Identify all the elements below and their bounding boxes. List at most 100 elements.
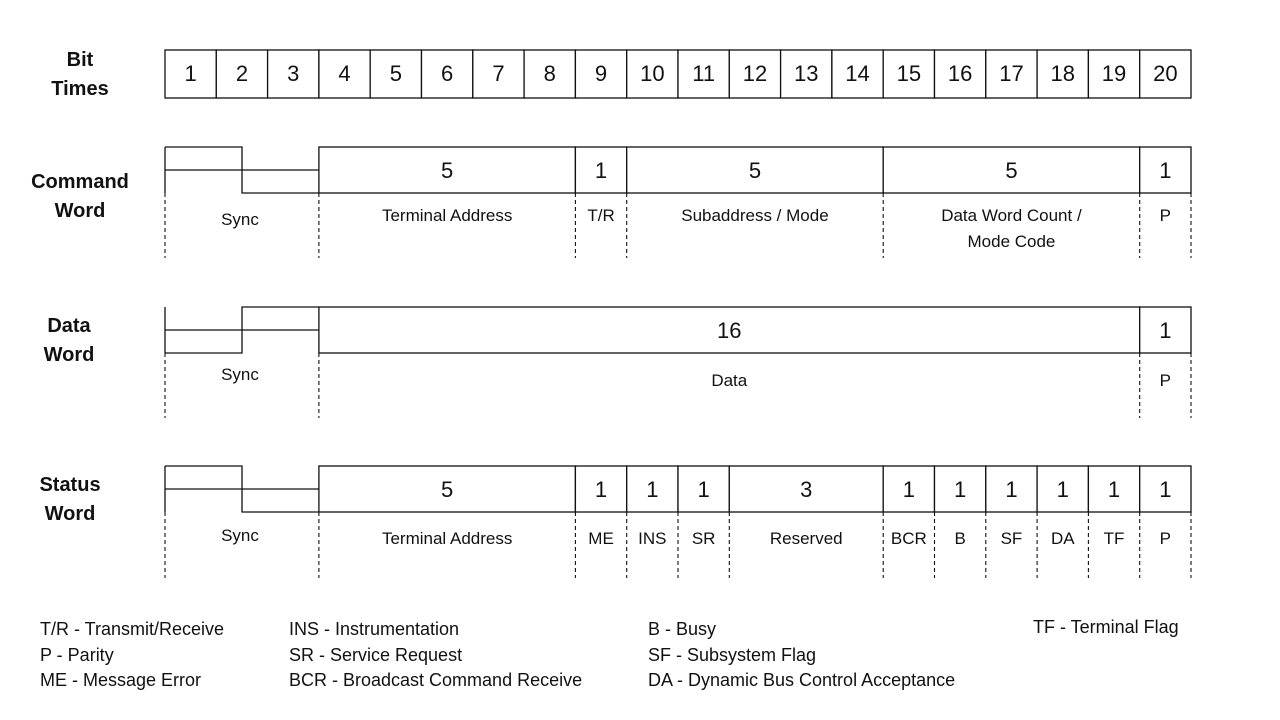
field-bit-count: 1 [646, 477, 658, 502]
field-box [985, 465, 1038, 513]
bit-number: 6 [441, 61, 453, 86]
legend-item: BCR - Broadcast Command Receive [289, 670, 582, 690]
bit-cell [523, 49, 577, 99]
bit-times-label-line1: Bit [67, 49, 94, 71]
field-box [677, 465, 730, 513]
field-box [1139, 306, 1192, 354]
sync-waveform [164, 146, 319, 194]
field-bit-count: 1 [595, 158, 607, 183]
field-bit-count: 1 [1108, 477, 1120, 502]
field-bit-count: 5 [441, 158, 453, 183]
bit-cell [626, 49, 679, 99]
field-box [318, 146, 577, 194]
legend-item: P - Parity [40, 645, 114, 665]
field-box [574, 146, 628, 194]
bit-number: 16 [948, 61, 972, 86]
field-bit-count: 5 [441, 477, 453, 502]
field-label: Data Word Count / [941, 206, 1082, 225]
command-word-label-line1: Command [31, 171, 129, 193]
bit-number: 9 [595, 61, 607, 86]
field-box [626, 465, 679, 513]
bit-cell [933, 49, 987, 99]
bit-cell [420, 49, 474, 99]
field-label: Reserved [770, 529, 843, 548]
bit-cell [574, 49, 628, 99]
field-label-line2: Mode Code [968, 232, 1056, 251]
field-label: ME [588, 529, 614, 548]
sync-label: Sync [221, 526, 259, 545]
bit-number: 7 [492, 61, 504, 86]
field-bit-count: 1 [954, 477, 966, 502]
field-bit-count: 1 [1159, 477, 1171, 502]
legend-item: ME - Message Error [40, 670, 201, 690]
legend-item: DA - Dynamic Bus Control Acceptance [648, 670, 955, 690]
bit-number: 19 [1102, 61, 1126, 86]
field-label: B [954, 529, 965, 548]
bit-number: 2 [236, 61, 248, 86]
bit-cell [728, 49, 782, 99]
field-label: Subaddress / Mode [681, 206, 828, 225]
field-bit-count: 1 [1159, 158, 1171, 183]
bit-cell [1139, 49, 1192, 99]
field-label: Terminal Address [382, 206, 512, 225]
bit-number: 8 [544, 61, 556, 86]
sync-label: Sync [221, 210, 259, 229]
command-word-label-line2: Word [55, 200, 106, 222]
field-box [728, 465, 884, 513]
field-bit-count: 5 [749, 158, 761, 183]
field-label: DA [1051, 529, 1075, 548]
bit-number: 12 [743, 61, 767, 86]
field-label: SF [1001, 529, 1023, 548]
field-label: P [1160, 371, 1171, 390]
bit-cell [779, 49, 833, 99]
field-bit-count: 1 [1005, 477, 1017, 502]
bit-number: 20 [1153, 61, 1177, 86]
field-label: Data [711, 371, 747, 390]
status-word-label-line2: Word [45, 503, 96, 525]
legend: T/R - Transmit/Receive P - Parity ME - M… [40, 617, 1179, 690]
status-word-label-line1: Status [39, 474, 100, 496]
bit-cell [369, 49, 423, 99]
bit-cell [1036, 49, 1090, 99]
legend-item: T/R - Transmit/Receive [40, 619, 224, 639]
field-bit-count: 3 [800, 477, 812, 502]
field-box [574, 465, 628, 513]
sync-waveform [164, 465, 319, 513]
legend-item: SR - Service Request [289, 645, 462, 665]
bit-number: 18 [1051, 61, 1075, 86]
bit-cell [831, 49, 884, 99]
bit-cell [472, 49, 525, 99]
field-bit-count: 16 [717, 318, 741, 343]
field-label: Terminal Address [382, 529, 512, 548]
bit-cell [985, 49, 1038, 99]
field-box [626, 146, 884, 194]
bit-cell [215, 49, 269, 99]
field-box [1139, 465, 1192, 513]
bit-cell [1087, 49, 1141, 99]
data-word-label-line2: Word [44, 344, 95, 366]
bit-times-label-line2: Times [51, 78, 108, 100]
bit-number: 1 [185, 61, 197, 86]
field-label: P [1160, 529, 1171, 548]
field-box [882, 146, 1141, 194]
field-bit-count: 1 [903, 477, 915, 502]
field-bit-count: 1 [595, 477, 607, 502]
field-label: SR [692, 529, 716, 548]
bit-cell [164, 49, 217, 99]
field-label: T/R [587, 206, 614, 225]
field-bit-count: 1 [1057, 477, 1069, 502]
field-box [318, 465, 577, 513]
bit-number: 13 [794, 61, 818, 86]
bit-number: 10 [640, 61, 664, 86]
bit-number: 14 [845, 61, 869, 86]
field-bit-count: 5 [1005, 158, 1017, 183]
bit-number: 15 [897, 61, 921, 86]
bit-cell [266, 49, 320, 99]
bit-number: 4 [338, 61, 350, 86]
field-box [1087, 465, 1141, 513]
